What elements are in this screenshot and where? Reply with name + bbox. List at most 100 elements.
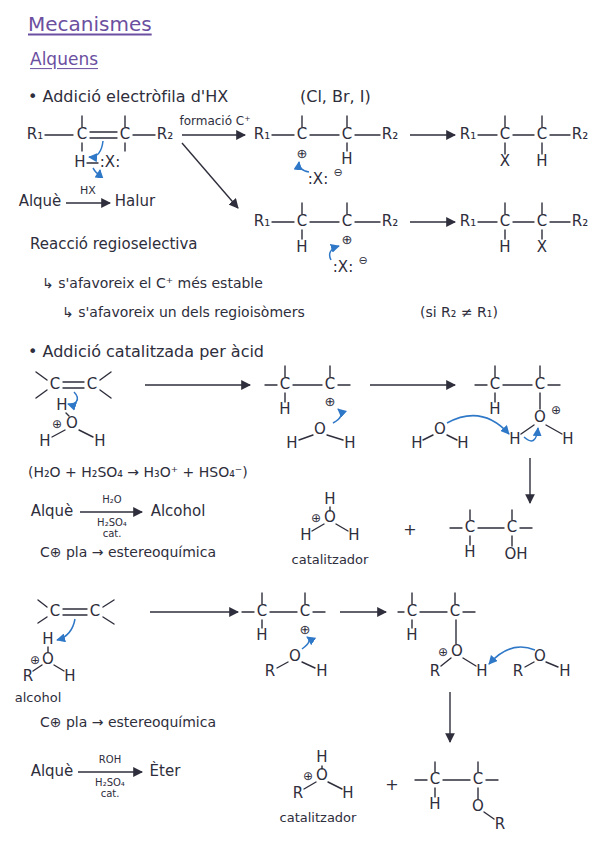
atom-symbol: H [286, 436, 297, 452]
chemical-bond [312, 524, 324, 531]
atom-symbol: ⊖ [333, 167, 342, 179]
atom-symbol: R [430, 664, 440, 680]
chemical-bond [284, 393, 285, 402]
atom-symbol: H [489, 402, 500, 418]
curly-arrow [68, 392, 77, 404]
atom-symbol: C [465, 520, 475, 536]
chemical-bond [539, 366, 540, 377]
curly-arrow [302, 637, 309, 649]
chemical-bond [63, 381, 84, 382]
atom-symbol: ⊖ [358, 255, 367, 267]
atom-symbol: R₁ [460, 214, 476, 230]
atom-symbol: H [341, 152, 352, 168]
atom-symbol: C [342, 214, 352, 230]
atom-symbol: H [464, 545, 475, 561]
chemical-bond [521, 425, 534, 434]
chemical-bond [242, 611, 254, 612]
atom-symbol: H [42, 632, 53, 648]
chemical-bond [478, 134, 497, 135]
chemical-bond [103, 600, 114, 607]
note-text: catalitzador [292, 553, 369, 567]
chemical-bond [513, 134, 534, 135]
chemical-bond [550, 221, 570, 222]
chemical-bond [434, 762, 435, 772]
chemical-bond [415, 779, 427, 780]
atom-symbol: R [293, 786, 303, 802]
atom-symbol: + [385, 777, 398, 794]
chemical-bond [494, 366, 495, 377]
chemical-bond [539, 393, 540, 409]
atom-symbol: H [39, 434, 50, 450]
atom-symbol: H [344, 436, 355, 452]
chemical-bond [327, 435, 343, 440]
chemical-bond [541, 230, 542, 239]
chemical-bond [484, 812, 494, 819]
atom-symbol: C [500, 214, 510, 230]
reaction-arrow [529, 458, 530, 503]
chemical-bond [504, 143, 505, 154]
reaction-arrow [182, 143, 238, 208]
chemical-bond [504, 116, 505, 127]
atom-symbol: C [535, 377, 545, 393]
atom-symbol: ⊕ [300, 623, 311, 637]
note-text: Èter [150, 764, 181, 780]
atom-symbol: C [342, 127, 352, 143]
atom-symbol: H [300, 528, 311, 544]
chemical-bond [272, 221, 294, 222]
atom-symbol: R₁ [460, 127, 476, 143]
chemical-bond [261, 620, 262, 628]
atom-symbol: H [429, 797, 440, 813]
chemical-bond [463, 658, 476, 666]
atom-symbol: ⊕ [325, 395, 336, 409]
note-text: Alquè [19, 194, 62, 210]
chemical-bond [346, 143, 347, 151]
atom-symbol: :X: [100, 155, 120, 171]
chemical-bond [355, 134, 380, 135]
atom-symbol: R₁ [254, 214, 270, 230]
atom-symbol: H [94, 434, 105, 450]
chemical-bond [81, 143, 82, 151]
chemical-bond [477, 762, 478, 772]
chemical-bond [469, 536, 470, 545]
chemical-bond [301, 116, 302, 127]
note-text: ↳ s'afavoreix un dels regioisòmers [62, 305, 305, 320]
atom-symbol: H [559, 664, 570, 680]
chemical-bond [79, 430, 93, 437]
chemical-bond [346, 116, 347, 127]
atom-symbol: R₂ [572, 214, 588, 230]
chemical-bond [284, 366, 285, 377]
chemical-bond [299, 435, 313, 440]
chemical-bond [304, 782, 316, 789]
curly-arrow [330, 246, 339, 260]
chemical-bond [511, 510, 512, 520]
chemical-bond [441, 658, 451, 666]
chemical-bond [486, 779, 498, 780]
atom-symbol: R [495, 817, 505, 833]
atom-symbol: HX [80, 185, 96, 197]
atom-symbol: C [507, 520, 517, 536]
atom-symbol: H [457, 436, 468, 452]
atom-symbol: X [500, 154, 510, 170]
chemical-bond [272, 134, 294, 135]
chemical-bond [100, 372, 111, 380]
atom-symbol: O [42, 652, 54, 668]
note-text: Alquè [31, 504, 74, 520]
atom-symbol: R₁ [254, 127, 270, 143]
atom-symbol: O [66, 416, 78, 432]
reaction-arrow [150, 611, 238, 612]
atom-symbol: C [90, 604, 100, 620]
reaction-arrow [370, 384, 455, 385]
chemical-bond [124, 116, 125, 127]
atom-symbol: C [450, 604, 460, 620]
atom-symbol: H [411, 436, 422, 452]
chemical-bond [328, 782, 342, 789]
chemical-bond [346, 203, 347, 214]
atom-symbol: H [509, 432, 520, 448]
atom-symbol: O [314, 422, 326, 438]
chemical-bond [443, 779, 470, 780]
note-text: Alquè [31, 764, 74, 780]
curly-arrow [489, 647, 535, 664]
atom-symbol: H [348, 528, 359, 544]
chemical-bond [103, 617, 114, 624]
note-text: ↳ s'afavoreix el C⁺ més estable [42, 276, 263, 291]
